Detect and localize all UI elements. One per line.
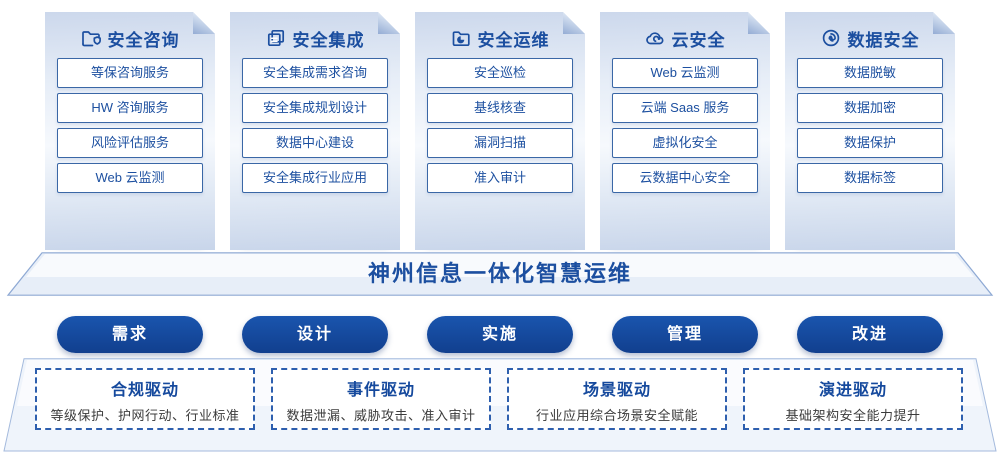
driver-description: 数据泄漏、威胁攻击、准入审计	[286, 408, 476, 423]
column-items: 等保咨询服务 HW 咨询服务 风险评估服务 Web 云监测	[57, 58, 203, 193]
driver-description: 基础架构安全能力提升	[785, 408, 921, 423]
column-header: 安全运维	[415, 26, 585, 50]
driver-incident: 事件驱动 数据泄漏、威胁攻击、准入审计	[271, 368, 491, 430]
driver-evolution: 演进驱动 基础架构安全能力提升	[743, 368, 963, 430]
service-item: 风险评估服务	[57, 128, 203, 158]
driver-scenario: 场景驱动 行业应用综合场景安全赋能	[507, 368, 727, 430]
process-pill-design: 设计	[242, 316, 388, 353]
service-item: 云端 Saas 服务	[612, 93, 758, 123]
service-item: Web 云监测	[612, 58, 758, 88]
column-items: 数据脱敏 数据加密 数据保护 数据标签	[797, 58, 943, 193]
driver-description: 行业应用综合场景安全赋能	[535, 408, 698, 423]
service-item: 云数据中心安全	[612, 163, 758, 193]
service-item: HW 咨询服务	[57, 93, 203, 123]
service-item: 准入审计	[427, 163, 573, 193]
column-header: 安全咨询	[45, 26, 215, 50]
process-pill-improvement: 改进	[797, 316, 943, 353]
driver-description: 等级保护、护网行动、行业标准	[50, 408, 240, 423]
column-items: 安全巡检 基线核查 漏洞扫描 准入审计	[427, 58, 573, 193]
service-item: 安全巡检	[427, 58, 573, 88]
driver-title: 事件驱动	[346, 382, 415, 399]
service-item: 基线核查	[427, 93, 573, 123]
column-items: 安全集成需求咨询 安全集成规划设计 数据中心建设 安全集成行业应用	[242, 58, 388, 193]
column-data-security: 数据安全 数据脱敏 数据加密 数据保护 数据标签 数据安全综合 解决方案	[785, 12, 955, 250]
column-title: 安全集成	[292, 30, 365, 50]
column-cloud-security: 云安全 Web 云监测 云端 Saas 服务 虚拟化安全 云数据中心安全 整体云…	[600, 12, 770, 250]
column-title: 安全运维	[477, 30, 550, 50]
service-item: 数据脱敏	[797, 58, 943, 88]
column-items: Web 云监测 云端 Saas 服务 虚拟化安全 云数据中心安全	[612, 58, 758, 193]
column-security-integration: 安全集成 安全集成需求咨询 安全集成规划设计 数据中心建设 安全集成行业应用 行…	[230, 12, 400, 250]
process-pill-management: 管理	[612, 316, 758, 353]
service-item: 漏洞扫描	[427, 128, 573, 158]
column-title: 安全咨询	[107, 30, 180, 50]
process-pill-implementation: 实施	[427, 316, 573, 353]
column-header: 安全集成	[230, 26, 400, 50]
fingerprint-icon	[822, 29, 839, 47]
service-item: 数据标签	[797, 163, 943, 193]
banner: 神州信息一体化智慧运维	[0, 252, 1000, 296]
banner-trapezoid	[6, 252, 994, 296]
column-title: 数据安全	[847, 30, 920, 50]
service-item: 数据加密	[797, 93, 943, 123]
column-header: 数据安全	[785, 26, 955, 50]
column-header: 云安全	[600, 26, 770, 50]
column-title: 云安全	[671, 30, 726, 50]
cloud-icon	[645, 32, 663, 45]
driver-compliance: 合规驱动 等级保护、护网行动、行业标准	[35, 368, 255, 430]
driver-title: 场景驱动	[582, 382, 651, 399]
banner-title: 神州信息一体化智慧运维	[367, 261, 632, 286]
driver-title: 演进驱动	[818, 382, 887, 399]
service-item: 等保咨询服务	[57, 58, 203, 88]
documents-icon	[267, 29, 284, 47]
service-item: Web 云监测	[57, 163, 203, 193]
column-security-consulting: 安全咨询 等保咨询服务 HW 咨询服务 风险评估服务 Web 云监测 企业基础架…	[45, 12, 215, 250]
service-item: 安全集成需求咨询	[242, 58, 388, 88]
service-item: 数据中心建设	[242, 128, 388, 158]
service-item: 数据保护	[797, 128, 943, 158]
service-item: 虚拟化安全	[612, 128, 758, 158]
service-item: 安全集成规划设计	[242, 93, 388, 123]
service-item: 安全集成行业应用	[242, 163, 388, 193]
folder-pie-icon	[452, 31, 470, 47]
folder-shield-icon	[81, 31, 101, 47]
driver-title: 合规驱动	[110, 382, 179, 399]
column-security-operations: 安全运维 安全巡检 基线核查 漏洞扫描 准入审计 安全驻场结合 单次服务	[415, 12, 585, 250]
process-pill-requirements: 需求	[57, 316, 203, 353]
